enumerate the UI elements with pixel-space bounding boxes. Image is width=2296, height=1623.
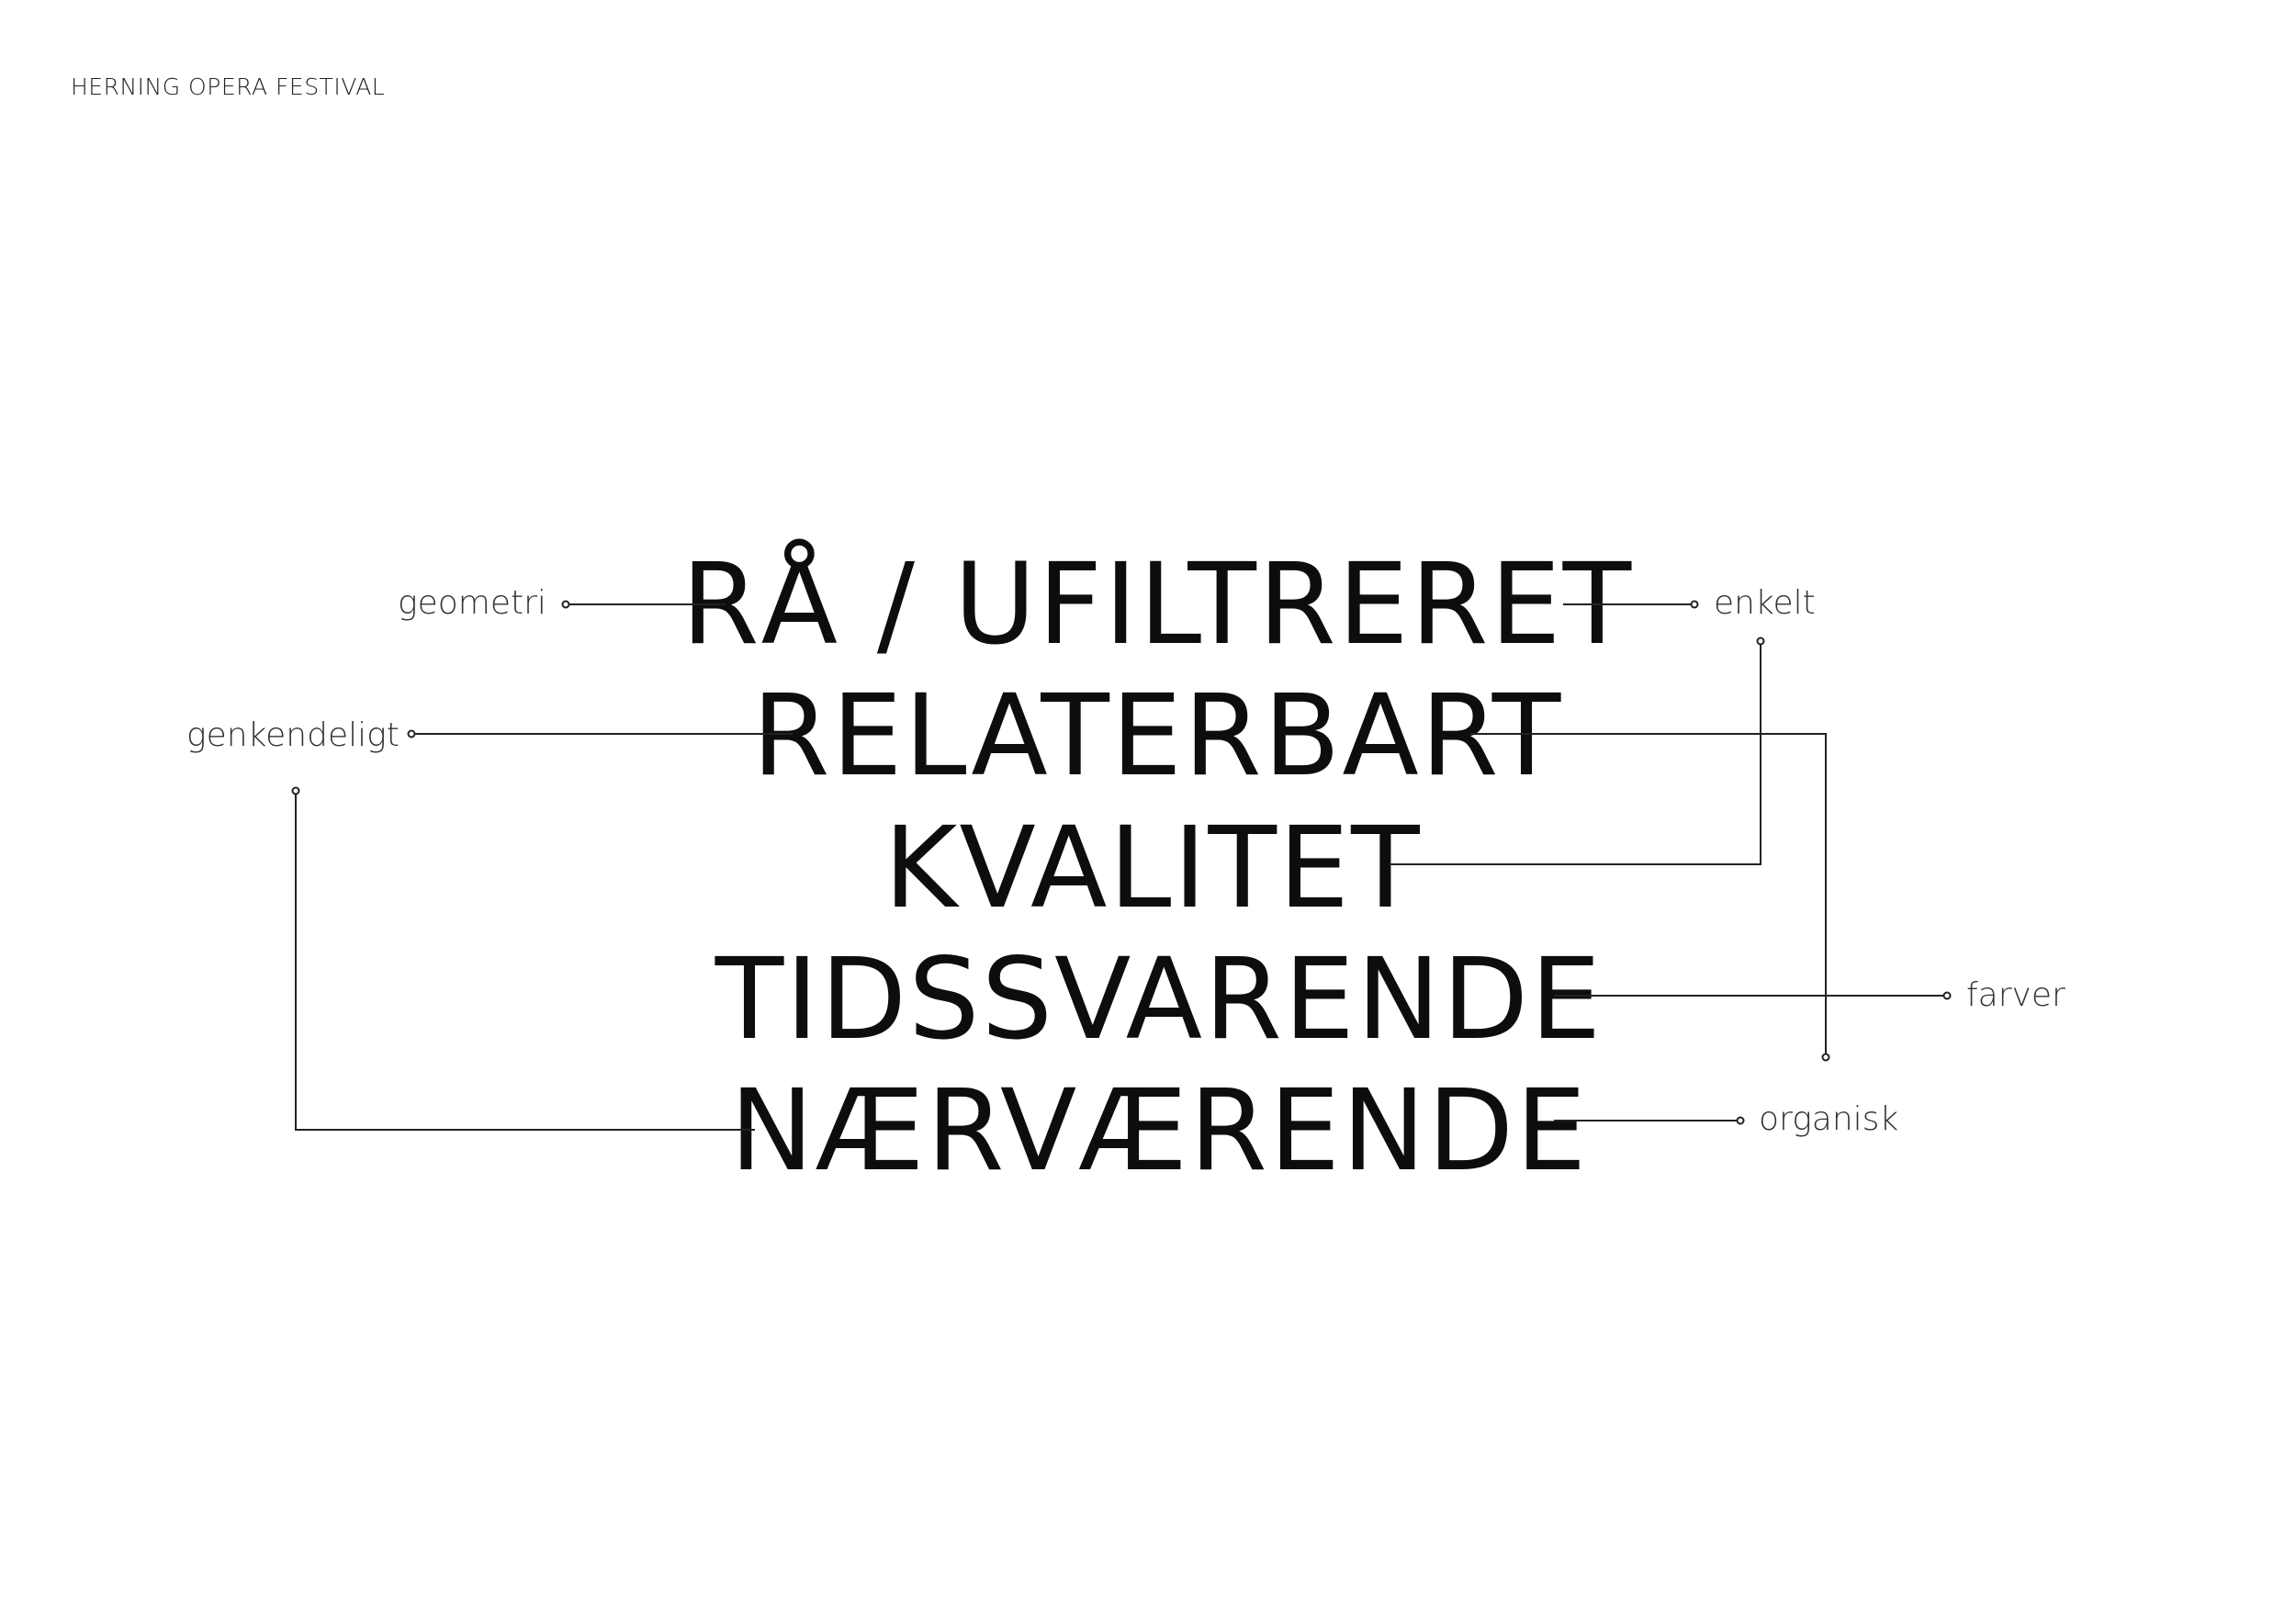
attribute-geometri: geometri — [398, 584, 546, 622]
attribute-farver: farver — [1966, 976, 2065, 1014]
attribute-genkendeligt: genkendeligt — [186, 716, 400, 754]
keyword-raa-ufiltreret: RÅ / UFILTRERET — [681, 539, 1633, 670]
attribute-organisk: organisk — [1759, 1100, 1898, 1138]
keyword-kvalitet: KVALITET — [884, 803, 1421, 933]
connector-relaterbart-bracket — [1469, 733, 1830, 1062]
connector-naervaerende-genkendeligt — [291, 786, 755, 1131]
connector-kvalitet-enkelt — [1389, 637, 1765, 865]
connector-organisk — [1554, 1116, 1745, 1125]
connector-geometri — [561, 600, 726, 609]
header-title: HERNING OPERA FESTIVAL — [71, 73, 386, 100]
attribute-enkelt: enkelt — [1714, 584, 1816, 622]
connector-enkelt — [1563, 600, 1699, 609]
keyword-naervaerende: NÆRVÆRENDE — [730, 1065, 1589, 1196]
keyword-tidssvarende: TIDSSVARENDE — [715, 934, 1604, 1065]
connector-farver — [1554, 991, 1952, 1000]
connector-genkendeligt — [407, 729, 793, 738]
keyword-relaterbart: RELATERBART — [752, 671, 1563, 801]
